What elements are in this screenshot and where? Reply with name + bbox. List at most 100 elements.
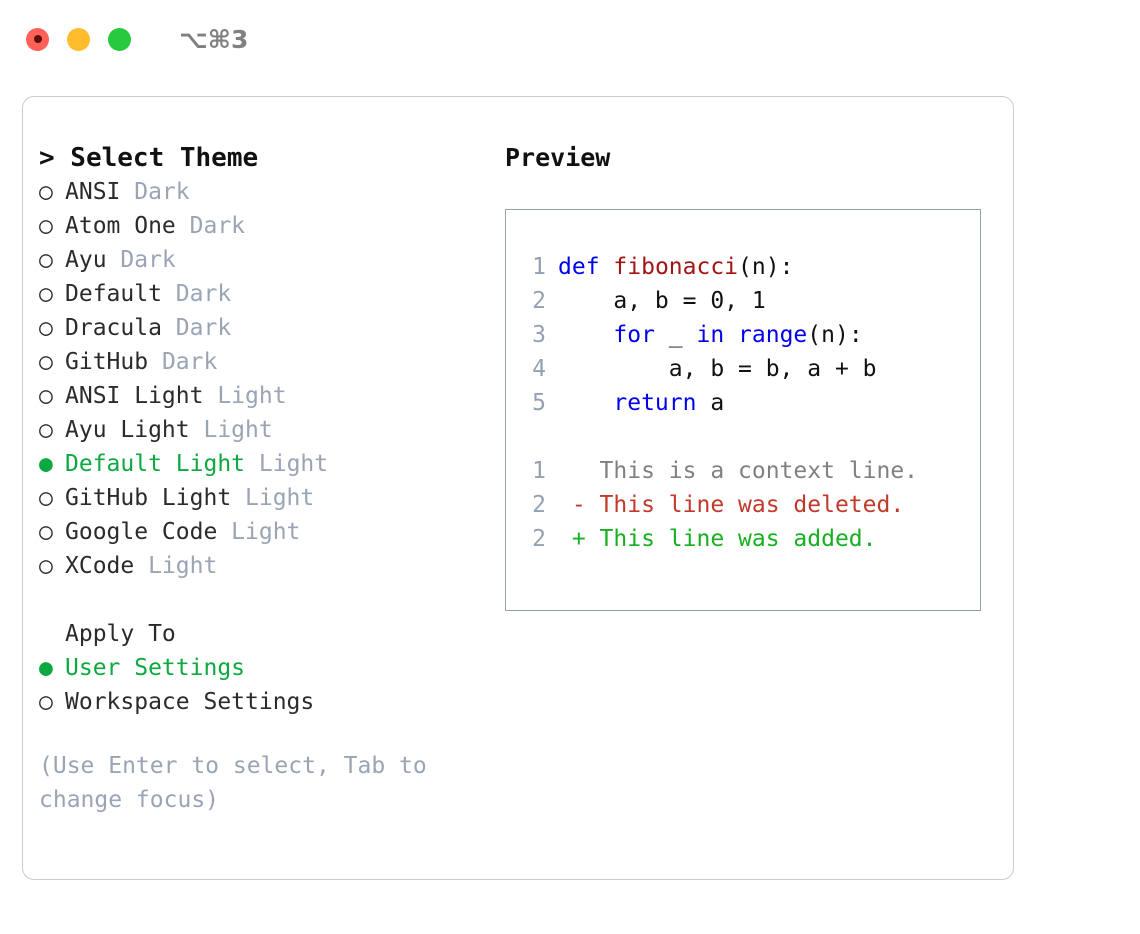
code-token xyxy=(724,322,738,348)
code-token: (n): xyxy=(807,322,863,348)
code-token: a xyxy=(696,390,725,416)
diff-line: 2 + This line was added. xyxy=(524,522,980,556)
radio-unselected-icon: ○ xyxy=(39,349,53,375)
theme-list-item[interactable]: ○ GitHub Dark xyxy=(39,345,485,379)
theme-category: Dark xyxy=(120,247,176,273)
code-line: 5 return a xyxy=(524,386,980,420)
theme-list-item[interactable]: ○ANSI Dark xyxy=(39,175,485,209)
theme-list-item[interactable]: ○ Google Code Light xyxy=(39,515,485,549)
diff-sample: 1 This is a context line.2 - This line w… xyxy=(524,454,980,556)
theme-name: ANSI Light xyxy=(65,383,218,409)
theme-name: Google Code xyxy=(65,519,232,545)
theme-category: Light xyxy=(231,519,301,545)
theme-name: Ayu xyxy=(65,247,121,273)
apply-to-option[interactable]: ● User Settings xyxy=(39,651,485,685)
radio-unselected-icon: ○ xyxy=(39,417,53,443)
theme-list-item[interactable]: ○Default Dark xyxy=(39,277,485,311)
theme-category: Dark xyxy=(161,349,218,375)
diff-line-text: + This line was added. xyxy=(558,526,877,552)
theme-list-item[interactable]: ○ Ayu Dark xyxy=(39,243,485,277)
theme-name: Atom One xyxy=(65,213,190,239)
theme-list-item[interactable]: ○ Ayu Light Light xyxy=(39,413,485,447)
code-token: range xyxy=(738,322,808,348)
theme-category: Dark xyxy=(175,281,232,307)
code-token xyxy=(600,254,614,280)
theme-picker-column: > Select Theme ○ANSI Dark○Atom One Dark○… xyxy=(23,141,485,817)
line-number: 2 xyxy=(532,526,546,552)
theme-list-item[interactable]: ○ GitHub Light Light xyxy=(39,481,485,515)
line-number: 1 xyxy=(532,458,546,484)
title-bar: ⌥⌘3 xyxy=(0,0,1140,78)
hint-spacer xyxy=(39,719,485,749)
theme-picker-dialog: > Select Theme ○ANSI Dark○Atom One Dark○… xyxy=(22,96,1014,880)
theme-list-item[interactable]: ○ ANSI Light Light xyxy=(39,379,485,413)
line-number: 4 xyxy=(532,356,546,382)
radio-unselected-icon: ○ xyxy=(39,689,53,715)
diff-line-text: This is a context line. xyxy=(558,458,919,484)
diff-line: 1 This is a context line. xyxy=(524,454,980,488)
theme-list-item[interactable]: ● Default Light Light xyxy=(39,447,485,481)
line-number: 3 xyxy=(532,322,546,348)
list-spacer xyxy=(39,583,485,617)
apply-to-option-label: User Settings xyxy=(65,655,246,681)
theme-category: Light xyxy=(148,553,218,579)
radio-unselected-icon: ○ xyxy=(39,383,53,409)
radio-unselected-icon: ○ xyxy=(39,485,53,511)
code-line: 2 a, b = 0, 1 xyxy=(524,284,980,318)
theme-name: Dracula xyxy=(65,315,176,341)
theme-list[interactable]: ○ANSI Dark○Atom One Dark○Ayu Dark○Defaul… xyxy=(39,175,485,583)
diff-line-text: - This line was deleted. xyxy=(558,492,905,518)
radio-unselected-icon: ○ xyxy=(39,179,53,205)
theme-category: Dark xyxy=(175,315,232,341)
theme-name: Default xyxy=(65,281,176,307)
keyboard-hint-text: (Use Enter to select, Tab to change focu… xyxy=(39,753,427,813)
code-line: 3 for _ in range(n): xyxy=(524,318,980,352)
maximize-button[interactable] xyxy=(108,27,131,51)
theme-list-item[interactable]: ○ XCode Light xyxy=(39,549,485,583)
code-token: for xyxy=(613,322,655,348)
minimize-button[interactable] xyxy=(67,27,90,51)
theme-name: GitHub Light xyxy=(65,485,246,511)
theme-category: Light xyxy=(258,451,329,477)
code-line: 4 a, b = b, a + b xyxy=(524,352,980,386)
radio-unselected-icon: ○ xyxy=(39,553,53,579)
theme-name: XCode xyxy=(65,553,149,579)
diff-line: 2 - This line was deleted. xyxy=(524,488,980,522)
theme-category: Light xyxy=(203,417,273,443)
code-token: _ xyxy=(654,322,697,348)
preview-title: Preview xyxy=(505,143,611,172)
radio-selected-icon: ● xyxy=(39,655,53,681)
apply-to-label: Apply To xyxy=(65,621,176,647)
window-controls xyxy=(26,27,131,51)
theme-name: Default Light xyxy=(65,451,259,477)
apply-to-option-label: Workspace Settings xyxy=(65,689,315,715)
code-token xyxy=(558,322,613,348)
code-token xyxy=(558,390,613,416)
theme-category: Light xyxy=(245,485,315,511)
code-token: return xyxy=(613,390,697,416)
radio-selected-icon: ● xyxy=(39,451,53,477)
code-diff-gap xyxy=(524,420,980,454)
apply-to-option[interactable]: ○ Workspace Settings xyxy=(39,685,485,719)
select-theme-header: > Select Theme xyxy=(39,143,259,173)
line-number: 1 xyxy=(532,254,546,280)
dialog-columns: > Select Theme ○ANSI Dark○Atom One Dark○… xyxy=(23,97,1013,817)
code-token: def xyxy=(558,254,600,280)
theme-category: Dark xyxy=(189,213,246,239)
code-token: in xyxy=(696,322,725,348)
theme-list-item[interactable]: ○Atom One Dark xyxy=(39,209,485,243)
theme-name: GitHub xyxy=(65,349,162,375)
close-button[interactable] xyxy=(26,27,49,51)
radio-unselected-icon: ○ xyxy=(39,519,53,545)
theme-category: Light xyxy=(217,383,287,409)
theme-category: Dark xyxy=(134,179,190,205)
theme-list-item[interactable]: ○Dracula Dark xyxy=(39,311,485,345)
theme-name: Ayu Light xyxy=(65,417,204,443)
code-token: fibonacci xyxy=(613,254,739,280)
radio-unselected-icon: ○ xyxy=(39,247,53,273)
apply-to-list[interactable]: ● User Settings ○ Workspace Settings xyxy=(39,651,485,719)
